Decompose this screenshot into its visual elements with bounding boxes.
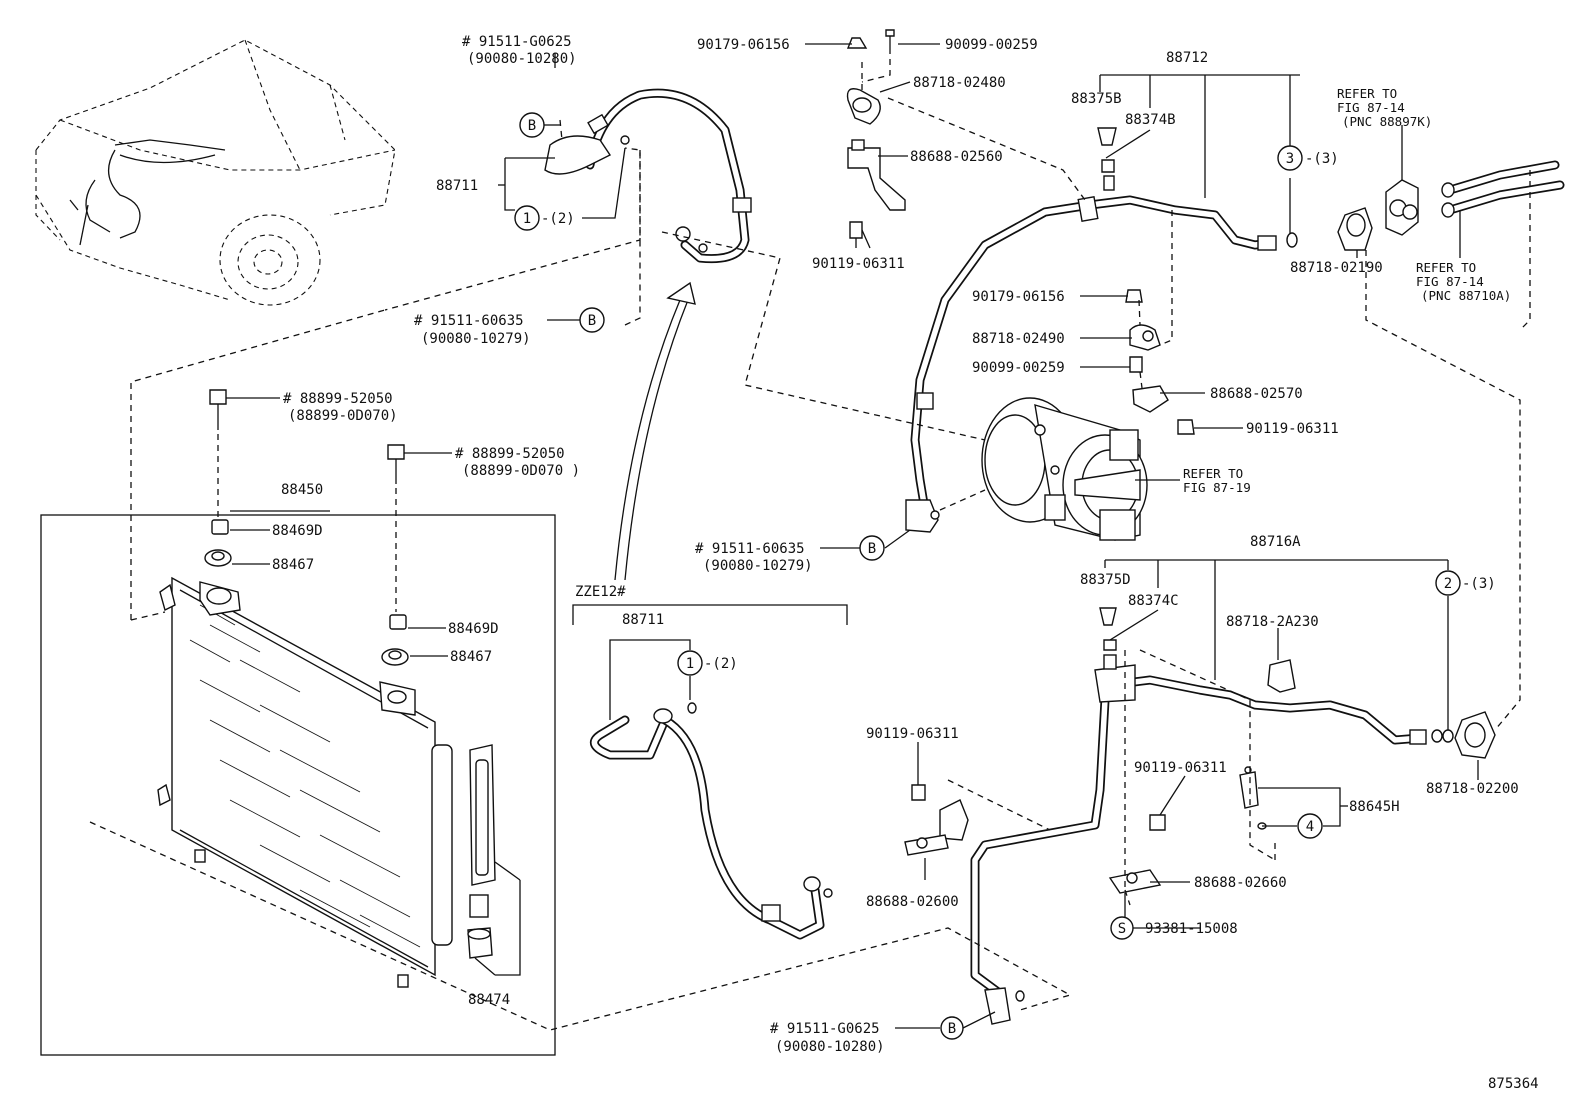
label-91511-g0625-top: # 91511-G0625 — [462, 34, 572, 50]
callout-s — [1110, 916, 1134, 940]
car-sketch — [35, 39, 396, 306]
label-88899-52050-b: # 88899-52050 — [455, 446, 565, 462]
part-labels: # 91511-G0625 (90080-10280) 88711 -(2) #… — [272, 34, 1539, 1092]
label-91511-60635-a: # 91511-60635 — [414, 313, 524, 329]
label-refer-87-19-2: FIG 87-19 — [1183, 480, 1251, 495]
callout-2-text: 2 — [1444, 576, 1452, 592]
label-91511-60635-b: # 91511-60635 — [695, 541, 805, 557]
hose-zze12 — [590, 702, 833, 940]
callout-4-text: 4 — [1306, 819, 1314, 835]
label-refer-87-14-a-1: REFER TO — [1337, 86, 1397, 101]
callout-1-top-text: 1 — [523, 211, 531, 227]
callout-b-4-text: B — [948, 1021, 956, 1037]
brackets-top-center — [846, 29, 906, 248]
label-88718-02200: 88718-02200 — [1426, 781, 1519, 797]
label-88718-02480: 88718-02480 — [913, 75, 1006, 91]
callout-b-2 — [579, 307, 605, 333]
label-90099-00259-a: 90099-00259 — [945, 37, 1038, 53]
label-90119-06311-b: 90119-06311 — [1246, 421, 1339, 437]
label-90080-10279-a: (90080-10279) — [421, 331, 531, 347]
pipe-88716a — [970, 607, 1496, 1025]
label-88450: 88450 — [281, 482, 323, 498]
label-90080-10280-top: (90080-10280) — [467, 51, 577, 67]
label-qty-1-bottom: -(2) — [704, 656, 738, 672]
label-88899-0d070-a: (88899-0D070) — [288, 408, 398, 424]
label-refer-87-14-a-2: FIG 87-14 — [1337, 100, 1405, 115]
label-88712: 88712 — [1166, 50, 1208, 66]
label-88899-0d070-b: (88899-0D070 ) — [462, 463, 580, 479]
label-90099-00259-b: 90099-00259 — [972, 360, 1065, 376]
callout-b-1-text: B — [528, 118, 536, 134]
label-88716a: 88716A — [1250, 534, 1301, 550]
label-88718-02490: 88718-02490 — [972, 331, 1065, 347]
label-zze12: ZZE12# — [575, 584, 626, 600]
label-88718-2a230: 88718-2A230 — [1226, 614, 1319, 630]
label-88375b: 88375B — [1071, 91, 1122, 107]
callout-b-4 — [940, 1016, 964, 1040]
label-90080-10279-b: (90080-10279) — [703, 558, 813, 574]
label-88711-bottom: 88711 — [622, 612, 664, 628]
callout-2 — [1435, 570, 1461, 596]
label-88899-52050-a: # 88899-52050 — [283, 391, 393, 407]
hose-88712 — [905, 127, 1298, 533]
callout-4 — [1297, 813, 1323, 839]
callout-1-top — [514, 205, 540, 231]
compressor — [981, 397, 1148, 541]
label-88467-a: 88467 — [272, 557, 314, 573]
label-88374b: 88374B — [1125, 112, 1176, 128]
label-qty-3: -(3) — [1305, 151, 1339, 167]
label-88688-02600: 88688-02600 — [866, 894, 959, 910]
label-88374c: 88374C — [1128, 593, 1179, 609]
label-refer-87-14-b-2: FIG 87-14 — [1416, 274, 1484, 289]
label-91511-g0625-bottom: # 91511-G0625 — [770, 1021, 880, 1037]
callout-1-bot-text: 1 — [686, 656, 694, 672]
brackets-middle-right — [1125, 289, 1195, 435]
label-leaders — [226, 43, 1479, 1029]
callout-3-text: 3 — [1286, 151, 1294, 167]
zze12-arrow — [614, 281, 696, 581]
label-qty-1-top: -(2) — [541, 211, 575, 227]
label-90119-06311-a: 90119-06311 — [812, 256, 905, 272]
label-88688-02560: 88688-02560 — [910, 149, 1003, 165]
label-88469d-b: 88469D — [448, 621, 499, 637]
label-88467-b: 88467 — [450, 649, 492, 665]
label-90080-10280-bottom: (90080-10280) — [775, 1039, 885, 1055]
hose-88711-top — [544, 88, 752, 264]
callout-b-3 — [859, 535, 885, 561]
label-refer-87-14-a-3: (PNC 88897K) — [1342, 114, 1432, 129]
callout-b-2-text: B — [588, 313, 596, 329]
label-88474: 88474 — [468, 992, 510, 1008]
fittings-right-top — [1337, 160, 1565, 251]
label-88375d: 88375D — [1080, 572, 1131, 588]
label-90119-06311-c: 90119-06311 — [866, 726, 959, 742]
callout-b-3-text: B — [868, 541, 876, 557]
label-93381-15008: 93381-15008 — [1145, 921, 1238, 937]
label-90179-06156-b: 90179-06156 — [972, 289, 1065, 305]
label-refer-87-14-b-1: REFER TO — [1416, 260, 1476, 275]
callout-circles: B 1 B 3 B 1 2 4 S B — [514, 112, 1461, 1040]
label-88688-02660: 88688-02660 — [1194, 875, 1287, 891]
callout-3 — [1277, 145, 1303, 171]
label-88469d-a: 88469D — [272, 523, 323, 539]
label-refer-87-14-b-3: (PNC 88710A) — [1421, 288, 1511, 303]
condenser-assy — [40, 514, 556, 1056]
label-90119-06311-d: 90119-06311 — [1134, 760, 1227, 776]
callout-s-text: S — [1118, 921, 1126, 937]
label-88645h: 88645H — [1349, 799, 1400, 815]
label-refer-87-19-1: REFER TO — [1183, 466, 1243, 481]
label-88688-02570: 88688-02570 — [1210, 386, 1303, 402]
label-qty-2: -(3) — [1462, 576, 1496, 592]
label-88718-02190: 88718-02190 — [1290, 260, 1383, 276]
callout-b-1 — [519, 112, 545, 138]
dashed-leaders — [89, 48, 1531, 1031]
diagram-id: 875364 — [1488, 1076, 1539, 1092]
label-90179-06156-a: 90179-06156 — [697, 37, 790, 53]
callout-1-bot — [677, 650, 703, 676]
bolts-88899 — [209, 389, 405, 484]
label-88711-top: 88711 — [436, 178, 478, 194]
